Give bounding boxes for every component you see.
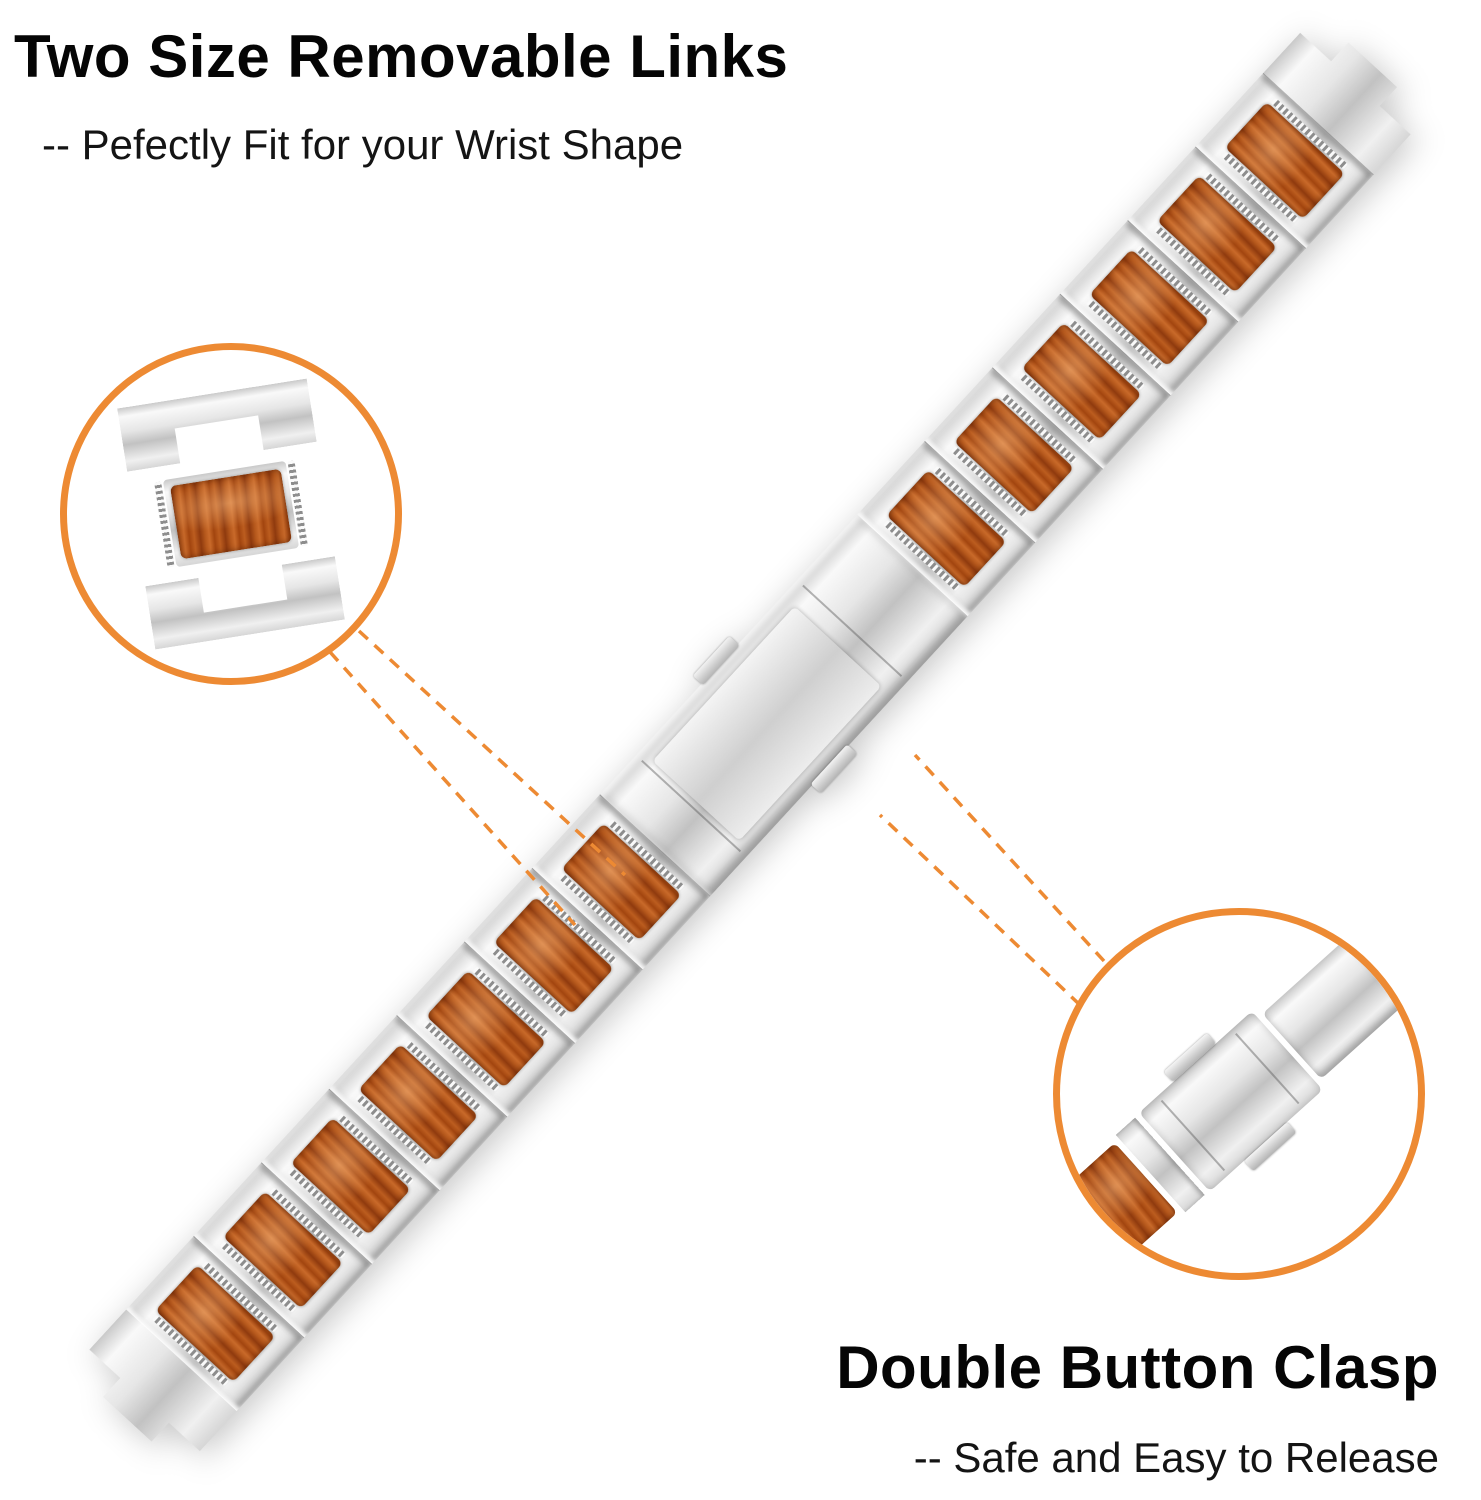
removable-link-callout bbox=[60, 343, 402, 685]
clasp-callout bbox=[1053, 908, 1425, 1280]
link-end-piece bbox=[117, 378, 317, 471]
removable-link-diagram bbox=[117, 378, 345, 649]
dash-line-clasp-b bbox=[878, 813, 1082, 1007]
bottom-heading: Double Button Clasp -- Safe and Easy to … bbox=[836, 1333, 1439, 1482]
top-heading: Two Size Removable Links -- Pefectly Fit… bbox=[14, 22, 788, 169]
clasp-release-button bbox=[1163, 1032, 1217, 1083]
clasp-cover-plate bbox=[652, 606, 882, 841]
top-subtitle: -- Pefectly Fit for your Wrist Shape bbox=[42, 121, 684, 168]
top-title: Two Size Removable Links bbox=[14, 23, 789, 90]
bottom-subtitle: -- Safe and Easy to Release bbox=[913, 1434, 1439, 1481]
band-links-lower bbox=[126, 794, 711, 1412]
link-end-piece bbox=[145, 556, 345, 649]
clasp bbox=[600, 514, 968, 896]
wood-center-link bbox=[154, 459, 308, 568]
clasp-diagram bbox=[1068, 932, 1411, 1256]
dash-line-clasp-a bbox=[913, 753, 1106, 963]
clasp-release-button bbox=[1243, 1122, 1297, 1172]
wood-inlay bbox=[169, 468, 293, 560]
band-links-upper bbox=[857, 72, 1374, 617]
link-frame bbox=[162, 460, 300, 568]
bottom-title: Double Button Clasp bbox=[836, 1334, 1439, 1401]
